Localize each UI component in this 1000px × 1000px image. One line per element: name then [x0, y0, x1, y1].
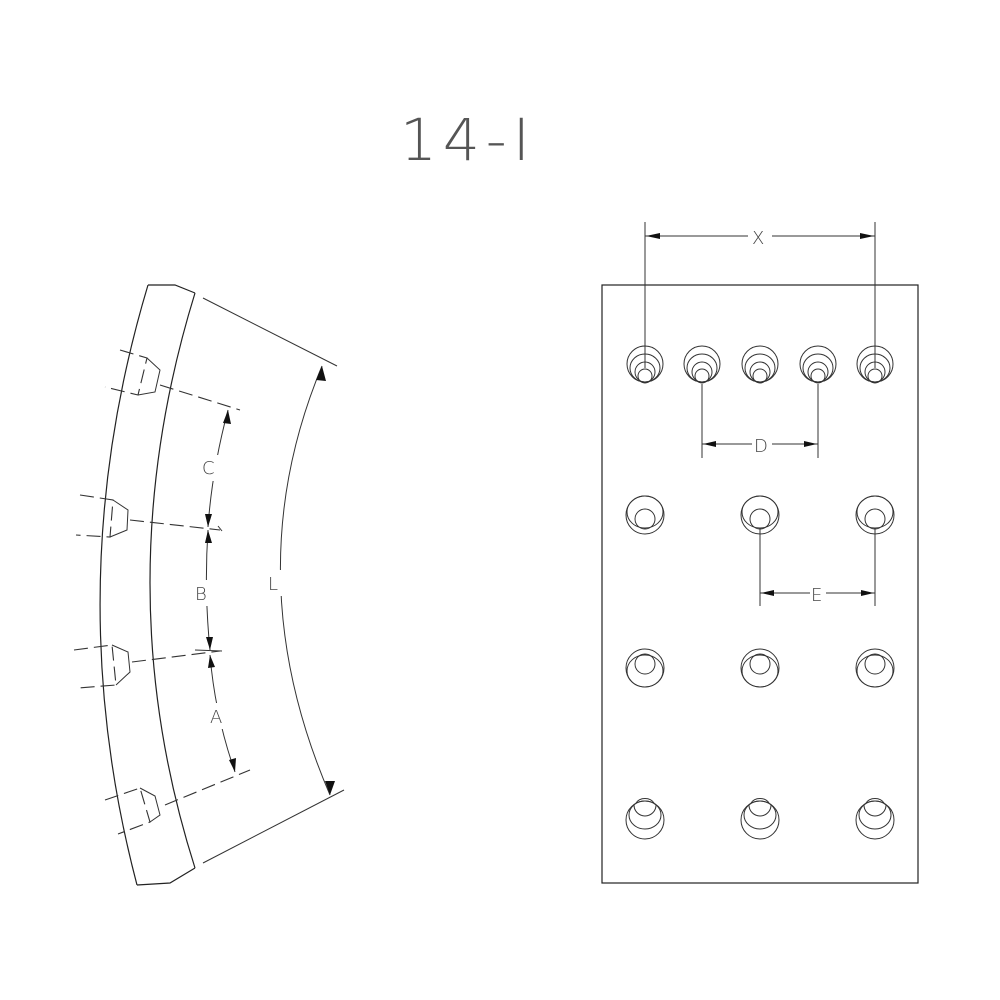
dimension-label-L: L [268, 574, 278, 595]
inner-arc [149, 292, 196, 869]
rivet [855, 798, 895, 840]
rivet [799, 345, 837, 384]
rivet [625, 495, 665, 535]
rivet [683, 345, 721, 384]
rivet [741, 345, 779, 384]
rivet-row-2 [625, 495, 895, 535]
outer-arc [99, 284, 149, 886]
rivet-bore-2 [75, 494, 221, 538]
rivet [856, 345, 894, 384]
dimension-label-B: B [195, 584, 207, 605]
rivet [626, 345, 664, 384]
lining-outline [601, 284, 919, 884]
rivet [740, 495, 780, 535]
rivet [625, 798, 665, 840]
rivet [855, 648, 895, 688]
rivet-row-4 [625, 798, 895, 840]
rivet-bore-4 [104, 769, 251, 835]
rivet-bore-3 [73, 644, 221, 689]
rivet [740, 648, 780, 688]
rivet [740, 798, 780, 840]
dimension-label-X: X [752, 228, 764, 249]
rivet-row-3 [625, 648, 895, 688]
drawing-title: 14-I [400, 106, 536, 174]
rivet [625, 648, 665, 688]
dimension-label-C: C [202, 458, 215, 479]
rivet [855, 495, 895, 535]
plan-view: X D E [601, 222, 919, 884]
dimension-label-D: D [754, 436, 768, 457]
dimension-label-E: E [811, 585, 822, 606]
dimension-label-A: A [210, 707, 222, 728]
bottom-cap [136, 867, 196, 886]
rivet-bore-1 [104, 349, 241, 411]
top-cap [148, 284, 196, 294]
rivet-row-1 [626, 345, 894, 384]
dimension-L-arc [280, 365, 331, 796]
side-view: L C B A [73, 284, 345, 886]
